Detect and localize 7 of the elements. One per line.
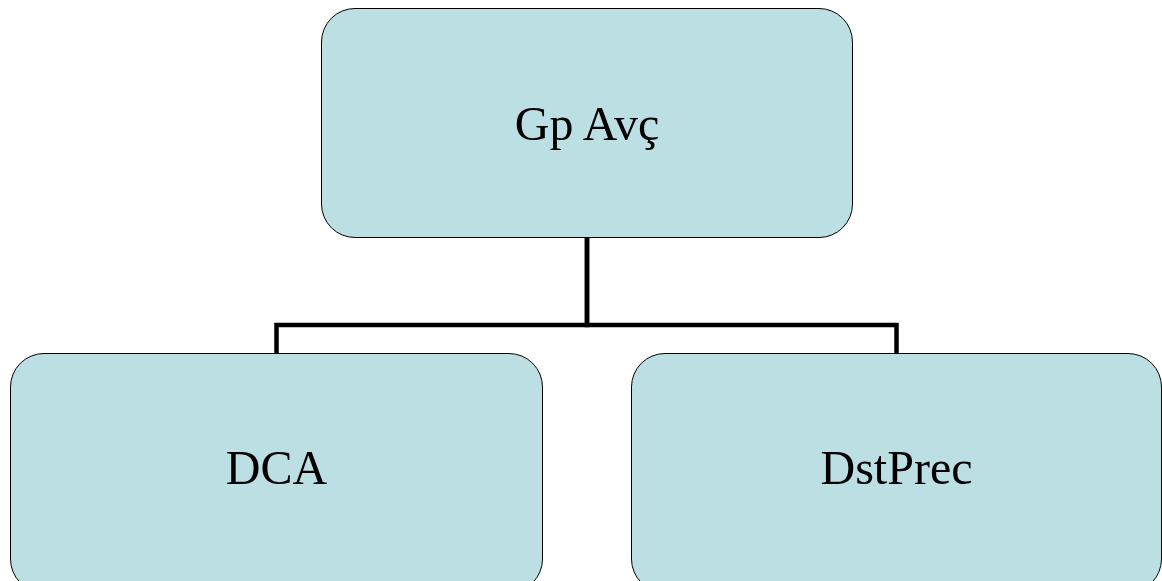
rounded-box [631,353,1162,581]
connector-line [584,238,899,353]
box-label: DCA [225,439,328,495]
box-label: Gp Avç [514,95,660,151]
rounded-box [321,8,853,238]
box-label: DstPrec [820,439,973,495]
rounded-box [10,353,543,581]
